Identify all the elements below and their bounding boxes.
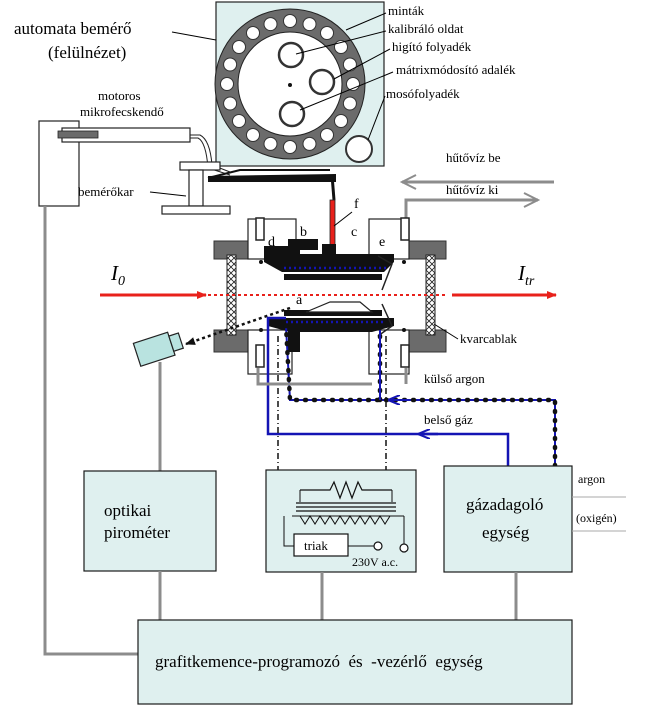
syringe-label-1: motoros [98,88,141,103]
insert-d [255,217,265,241]
sample-cup [342,96,357,111]
arm-label: bemérőkar [78,184,134,199]
gas-box [443,465,573,573]
label-samples: minták [388,3,425,18]
pyrometer-label-2: pirométer [104,523,170,542]
graphite-tube-bottom [284,310,382,316]
sample-cup [220,77,234,91]
label-diluent: higító folyadék [392,39,472,54]
arm-bar [208,174,336,182]
label-I0: I0 [110,261,125,289]
pyrometer-unit: optikai pirométer [83,470,217,572]
controller-label: grafitkemence-programozó és -vezérlő egy… [155,652,483,671]
syringe-label-2: mikrofecskendő [80,104,164,119]
calibration-vial [277,41,305,69]
label-argon: argon [578,472,605,486]
sample-cup [263,17,278,32]
voltage-label: 230V a.c. [352,555,398,569]
sample-cup [283,140,297,154]
label-matrix-modifier: mátrixmódosító adalék [396,62,516,77]
sample-cup [320,26,334,40]
insert-lower-right [400,344,410,368]
label-coolant-in: hűtővíz be [446,150,501,165]
power-unit: triak 230V a.c. [265,469,417,573]
sample-cup [232,114,246,128]
sample-cups [220,14,360,154]
heater-coil [300,480,392,500]
light-beam: I0 Itr [100,261,557,299]
label-Itr: Itr [517,261,535,289]
insert-e [400,217,410,241]
diluent-vial [308,68,336,96]
sample-cup [302,136,317,151]
controller-unit: grafitkemence-programozó és -vezérlő egy… [137,619,573,705]
label-inner-gas: belső gáz [424,412,473,427]
sample-cup [223,57,238,72]
pyrometer-sightline [185,306,291,346]
sample-cup [283,14,297,28]
pyrometer-sensor [132,306,291,472]
syringe-plunger [57,130,99,139]
tray-center [288,83,292,87]
sample-cup [342,57,357,72]
gas-unit: gázadagoló egység argon (oxigén) [443,465,626,573]
pyrometer-box [83,470,217,572]
label-a: a [296,293,303,308]
label-oxygen: (oxigén) [576,511,617,525]
label-window: kvarcablak [460,331,518,346]
graphite-furnace: d b c e f a kvarcablak [213,197,518,375]
label-e: e [379,235,385,250]
pyrometer-lens [168,332,185,353]
label-f: f [354,197,359,212]
contact-b [288,239,318,250]
graphite-tube-top [284,274,382,280]
insert-lower-left [255,344,265,368]
wash-vial [345,135,373,163]
gas-lines: külső argon belső gáz [256,316,558,470]
label-outer-argon: külső argon [424,371,485,386]
micro-syringe: motoros mikrofecskendő [38,88,231,207]
inner-gas-line [266,316,510,466]
controller-box [137,619,573,705]
sample-cup [302,17,317,32]
triac-label: triak [304,538,328,553]
label-wash: mosófolyadék [386,86,460,101]
label-b: b [300,225,307,240]
autosampler-title-1: automata bemérő [14,19,132,38]
label-d: d [268,235,275,250]
sample-cup [246,128,260,142]
label-calibration: kalibráló oldat [388,21,464,36]
coolant-lines: hűtővíz be hűtővíz ki [399,150,554,218]
sampler-arm: bemérőkar [78,161,336,253]
modifier-vial [278,100,306,128]
sample-cup [263,136,278,151]
gas-label-1: gázadagoló [466,495,543,514]
sample-cup [334,114,348,128]
label-c: c [351,225,357,240]
lower-pedestal [288,326,300,352]
gas-label-2: egység [482,523,530,542]
autosampler: minták kalibráló oldat higító folyadék m… [214,1,516,167]
triac-box [293,533,349,557]
contact-top [264,244,394,272]
label-coolant-out: hűtővíz ki [446,182,499,197]
sample-cup [232,40,246,54]
sample-cup [223,96,238,111]
sample-cup [320,128,334,142]
sample-cup [246,26,260,40]
arm-stand-base [161,205,231,215]
pyrometer-label-1: optikai [104,501,151,520]
autosampler-title-2: (felülnézet) [48,43,126,62]
arm-stand-column [188,169,204,207]
platform-a [305,301,374,313]
arm-stand-top [179,161,221,171]
